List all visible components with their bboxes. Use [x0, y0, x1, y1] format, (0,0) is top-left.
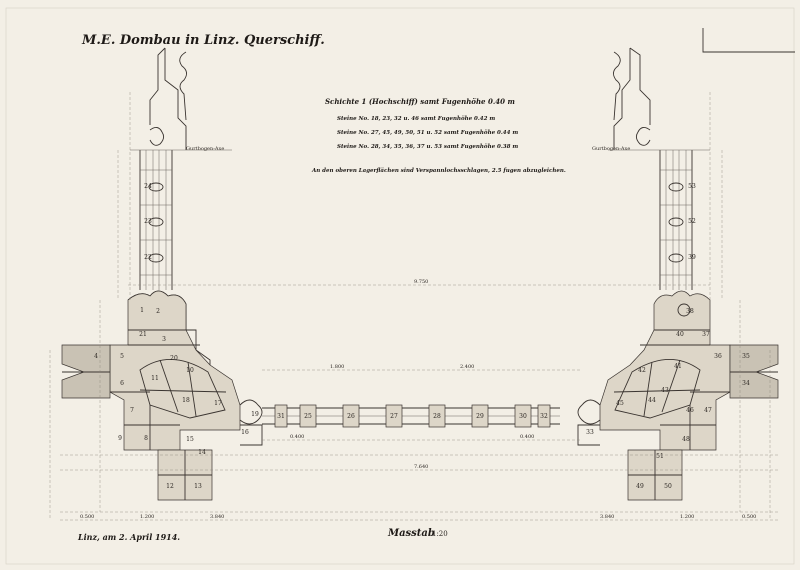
left-axis-label: Gurtbogen-Axe: [186, 146, 224, 152]
stone-number: 21: [139, 331, 147, 338]
stone-number: 25: [304, 413, 312, 420]
stone-number: 50: [664, 483, 672, 490]
stone-number: 17: [214, 400, 222, 407]
dim-value: 2.400: [460, 364, 474, 370]
stone-number: 33: [586, 429, 594, 436]
scale-label: Masstab: [387, 528, 435, 539]
stone-number: 15: [186, 436, 194, 443]
dim-value: 9.750: [414, 279, 428, 285]
stone-number: 6: [120, 380, 124, 387]
stone-number: 23: [144, 218, 152, 225]
scale-value: 1:20: [432, 530, 448, 538]
instruction-note: An den oberen Lagerflächen sind Verspann…: [311, 167, 566, 174]
stone-labels: 4 5 6 7 8 1 2 24 23 22 21 10 11 18 17 16…: [94, 183, 750, 490]
stone-number: 5: [120, 353, 124, 360]
stone-number: 3: [162, 336, 166, 343]
stone-number: 11: [151, 375, 159, 382]
dim-value: 1.200: [140, 514, 154, 520]
stone-number: 29: [476, 413, 484, 420]
note-2: Steine No. 27, 45, 49, 50, 51 u. 52 samt…: [337, 129, 518, 136]
dim-value: 1.800: [330, 364, 344, 370]
stone-number: 4: [94, 353, 98, 360]
dim-value: 0.400: [520, 434, 534, 440]
dim-value: 0.500: [742, 514, 756, 520]
dimension-values: 9.750 7.640 1.800 2.400 0.500 1.200 3.84…: [80, 279, 756, 520]
stone-number: 2: [156, 308, 160, 315]
stone-number: 34: [742, 380, 750, 387]
stone-number: 40: [676, 331, 684, 338]
note-3: Steine No. 28, 34, 35, 36, 37 u. 53 samt…: [337, 143, 518, 150]
right-axis-label: Gurtbogen-Axe: [592, 146, 630, 152]
stone-number: 16: [241, 429, 249, 436]
stone-number: 18: [182, 397, 190, 404]
stone-number: 41: [674, 363, 682, 370]
dim-value: 7.640: [414, 464, 428, 470]
stone-number: 45: [616, 400, 624, 407]
stone-number: 38: [686, 308, 694, 315]
stone-number: 10: [186, 367, 194, 374]
stone-number: 42: [638, 367, 646, 374]
sheet-subtitle: Schichte 1 (Hochschiff) samt Fugenhöhe 0…: [325, 97, 515, 106]
stone-number: 1: [140, 307, 144, 314]
sheet-border: [5, 7, 795, 565]
stone-number: 30: [519, 413, 527, 420]
stone-number: 39: [688, 254, 696, 261]
stone-number: 13: [194, 483, 202, 490]
stone-number: 44: [648, 397, 656, 404]
dim-value: 1.200: [680, 514, 694, 520]
left-pier: [61, 47, 263, 501]
stone-number: 9: [118, 435, 122, 442]
stone-number: 46: [686, 407, 694, 414]
stone-number: 32: [540, 413, 548, 420]
stone-number: 26: [347, 413, 355, 420]
stone-number: 37: [702, 331, 710, 338]
stone-number: 31: [277, 413, 285, 420]
stone-number: 35: [742, 353, 750, 360]
stone-number: 20: [170, 355, 178, 362]
stone-number: 36: [714, 353, 722, 360]
dim-value: 0.500: [80, 514, 94, 520]
stone-number: 53: [688, 183, 696, 190]
stone-number: 27: [390, 413, 398, 420]
stone-number: 52: [688, 218, 696, 225]
stone-number: 49: [636, 483, 644, 490]
stone-number: 14: [198, 449, 206, 456]
stone-number: 8: [144, 435, 148, 442]
stone-number: 24: [144, 183, 152, 190]
stone-number: 7: [130, 407, 134, 414]
date-signature: Linz, am 2. April 1914.: [77, 532, 180, 542]
stone-number: 19: [251, 411, 259, 418]
stone-number: 48: [682, 436, 690, 443]
stone-number: 43: [661, 387, 669, 394]
note-1: Steine No. 18, 23, 32 u. 46 samt Fugenhö…: [337, 115, 495, 122]
dim-value: 3.840: [210, 514, 224, 520]
sheet-title: M.E. Dombau in Linz. Querschiff.: [81, 33, 325, 48]
dimension-lines: [49, 92, 780, 521]
right-pier: [577, 28, 795, 501]
dim-value: 3.840: [600, 514, 614, 520]
stone-number: 28: [433, 413, 441, 420]
center-strip: [262, 404, 560, 428]
stone-number: 51: [656, 453, 664, 460]
dim-value: 0.400: [290, 434, 304, 440]
stone-number: 12: [166, 483, 174, 490]
stone-number: 47: [704, 407, 712, 414]
stone-number: 22: [144, 254, 152, 261]
